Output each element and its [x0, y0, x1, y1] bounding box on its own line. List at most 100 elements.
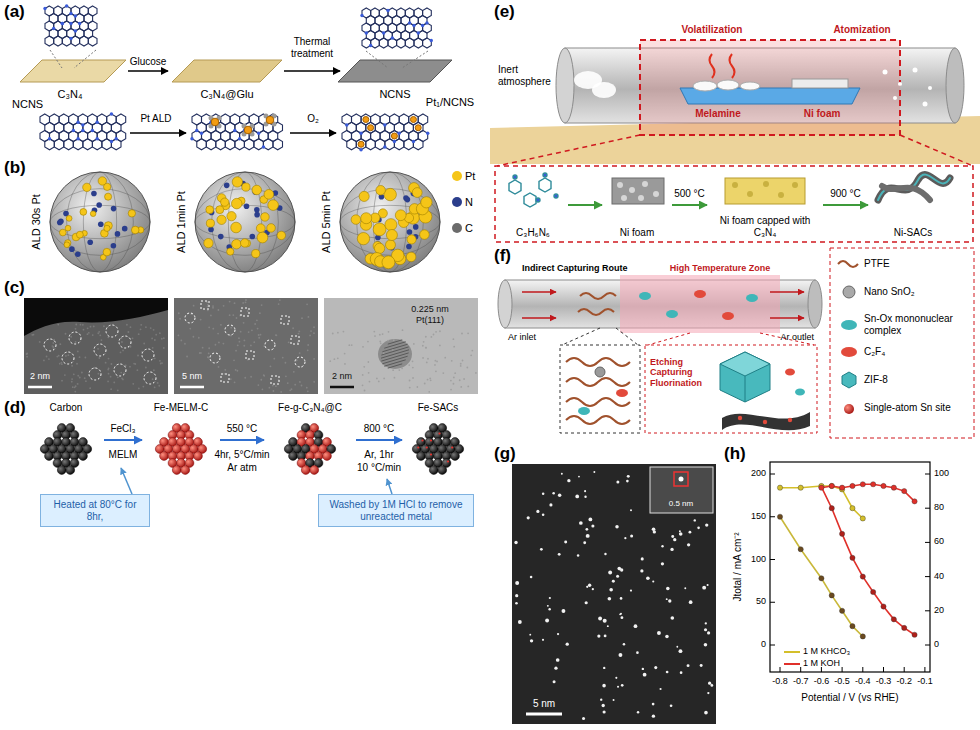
tube-reactor	[620, 275, 780, 333]
particle-cluster	[181, 466, 190, 475]
tube-furnace	[730, 54, 735, 78]
legend-text: C	[465, 222, 473, 235]
pt-precursor	[244, 126, 252, 134]
axis-tick	[862, 667, 863, 672]
tube-furnace	[893, 96, 897, 100]
data-series	[777, 485, 782, 490]
data-series	[840, 485, 845, 490]
nitrogen-atom	[386, 9, 389, 12]
image-grain	[376, 378, 378, 380]
data-series	[821, 484, 914, 501]
pt-atom	[410, 117, 416, 123]
tick-label: 100	[751, 554, 766, 564]
nitrogen-atom	[359, 148, 362, 151]
site-marker	[142, 349, 154, 361]
image-grain	[453, 383, 455, 385]
single-atom	[591, 524, 594, 527]
stage-node: Fe-MELM-C	[144, 402, 218, 478]
axis-tick	[770, 474, 930, 672]
nitrogen-atom	[393, 140, 396, 143]
image-grain	[26, 356, 28, 358]
lattice-ring	[235, 139, 245, 150]
lattice-ring	[102, 139, 112, 150]
nitrogen-atom	[412, 140, 415, 143]
nanosphere	[217, 215, 226, 224]
legend-text: Sn-Ox mononuclear complex	[864, 313, 968, 336]
image-grain	[243, 322, 245, 324]
capped-foam	[747, 191, 753, 197]
image-grain	[71, 365, 73, 367]
nanosphere	[195, 189, 295, 256]
material-label: Ni foam	[804, 108, 841, 120]
single-atom	[707, 631, 710, 634]
image-grain	[232, 314, 234, 316]
nitrogen-atom	[408, 21, 411, 24]
legend-sample	[784, 651, 800, 653]
stage-node: Fe-SACs	[404, 402, 472, 478]
image-grain	[261, 304, 263, 306]
nitrogen-atom	[81, 129, 84, 132]
single-atom	[604, 634, 607, 637]
single-atom	[542, 493, 545, 496]
image-grain	[46, 356, 48, 358]
single-atom	[704, 711, 708, 715]
image-grain	[212, 305, 214, 307]
legend-text: PTFE	[864, 258, 890, 270]
nanosphere	[195, 172, 295, 272]
single-atom	[609, 588, 613, 592]
single-atom	[679, 649, 683, 653]
image-grain	[298, 333, 300, 335]
image-grain	[180, 339, 182, 341]
nanosphere	[224, 183, 230, 189]
scale-bar	[330, 386, 354, 389]
tube-reactor	[498, 280, 512, 328]
image-grain	[470, 354, 472, 356]
nitrogen-atom	[69, 12, 72, 15]
image-grain	[298, 331, 300, 333]
image-grain	[427, 379, 429, 381]
single-atom	[621, 616, 624, 619]
image-grain	[392, 369, 394, 371]
image-grain	[234, 302, 236, 304]
data-series	[850, 483, 855, 488]
single-atom	[586, 586, 588, 588]
nanosphere	[277, 231, 285, 239]
single-atom	[604, 553, 606, 555]
tick-label: 60	[934, 536, 944, 546]
site-marker	[185, 313, 195, 323]
image-grain	[337, 357, 339, 359]
zif-crystal	[720, 352, 770, 376]
nitrogen-atom	[76, 121, 79, 124]
image-grain	[269, 387, 271, 389]
pt-precursor	[211, 118, 219, 126]
image-grain	[218, 309, 220, 311]
nitrogen-atom	[365, 31, 368, 34]
image-grain	[145, 326, 147, 328]
nitrogen-atom	[48, 137, 51, 140]
image-grain	[461, 333, 463, 335]
image-grain	[229, 314, 231, 316]
site-marker	[69, 332, 81, 344]
image-grain	[243, 340, 245, 342]
single-atom	[536, 510, 539, 513]
nanotube	[878, 175, 950, 200]
nanosphere	[90, 211, 96, 217]
tube-reactor	[694, 290, 706, 298]
tube-furnace	[740, 82, 760, 90]
image-grain	[53, 339, 55, 341]
image-grain	[121, 337, 123, 339]
nanosphere	[413, 224, 419, 230]
carbon-nitride-lattice	[43, 4, 97, 46]
node-text: Carbon	[50, 402, 83, 414]
nitrogen-atom	[257, 132, 260, 135]
nanosphere	[66, 215, 72, 221]
single-atom	[518, 620, 522, 624]
panel-letter: (d)	[4, 398, 26, 418]
node-text: Heated at 80°C for 8hr,	[47, 499, 143, 522]
single-atom	[593, 471, 595, 473]
zoom-line	[900, 135, 973, 166]
image-grain	[208, 326, 210, 328]
image-grain	[89, 387, 91, 389]
axis-tick	[770, 645, 775, 646]
nanosphere	[212, 172, 279, 272]
